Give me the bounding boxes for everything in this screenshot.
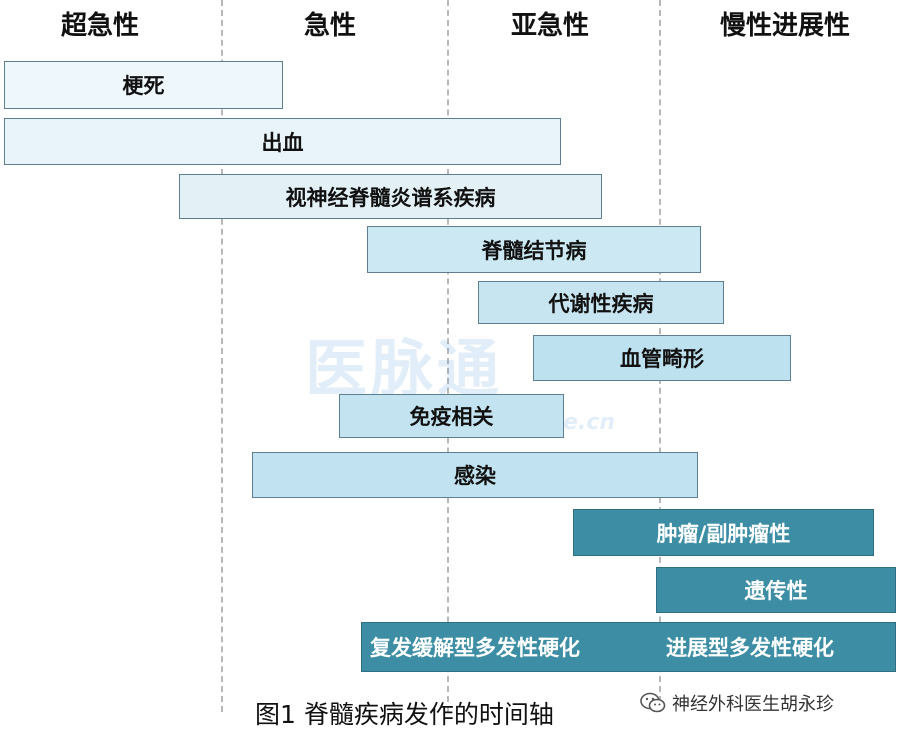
wechat-attribution: 神经外科医生胡永珍 bbox=[640, 688, 834, 718]
wechat-account-name: 神经外科医生胡永珍 bbox=[672, 694, 834, 715]
bar-vascular-malformation: 血管畸形 bbox=[533, 335, 791, 381]
phase-subacute: 亚急性 bbox=[510, 11, 589, 41]
wechat-icon bbox=[640, 692, 666, 713]
bar-ms-relapsing-label: 复发缓解型多发性硬化 bbox=[370, 636, 580, 660]
phase-hyperacute: 超急性 bbox=[60, 11, 139, 41]
phase-divider bbox=[447, 0, 449, 712]
bar-genetic: 遗传性 bbox=[656, 567, 896, 613]
bar-infarct: 梗死 bbox=[4, 61, 283, 109]
phase-divider bbox=[221, 0, 223, 712]
phase-acute: 急性 bbox=[303, 11, 356, 41]
bar-immune-related: 免疫相关 bbox=[339, 394, 564, 438]
bar-hemorrhage: 出血 bbox=[4, 118, 561, 165]
bar-nmosd: 视神经脊髓炎谱系疾病 bbox=[179, 174, 602, 219]
bar-tumor: 肿瘤/副肿瘤性 bbox=[573, 509, 874, 556]
bar-ms-progressive-label: 进展型多发性硬化 bbox=[666, 636, 834, 660]
bar-metabolic: 代谢性疾病 bbox=[478, 281, 724, 324]
bar-sarcoidosis: 脊髓结节病 bbox=[367, 226, 701, 273]
bar-infection: 感染 bbox=[252, 452, 698, 498]
figure-caption: 图1 脊髓疾病发作的时间轴 bbox=[255, 700, 554, 729]
bar-multiple-sclerosis: 复发缓解型多发性硬化 进展型多发性硬化 bbox=[361, 622, 896, 672]
phase-chronic-progressive: 慢性进展性 bbox=[719, 11, 850, 41]
